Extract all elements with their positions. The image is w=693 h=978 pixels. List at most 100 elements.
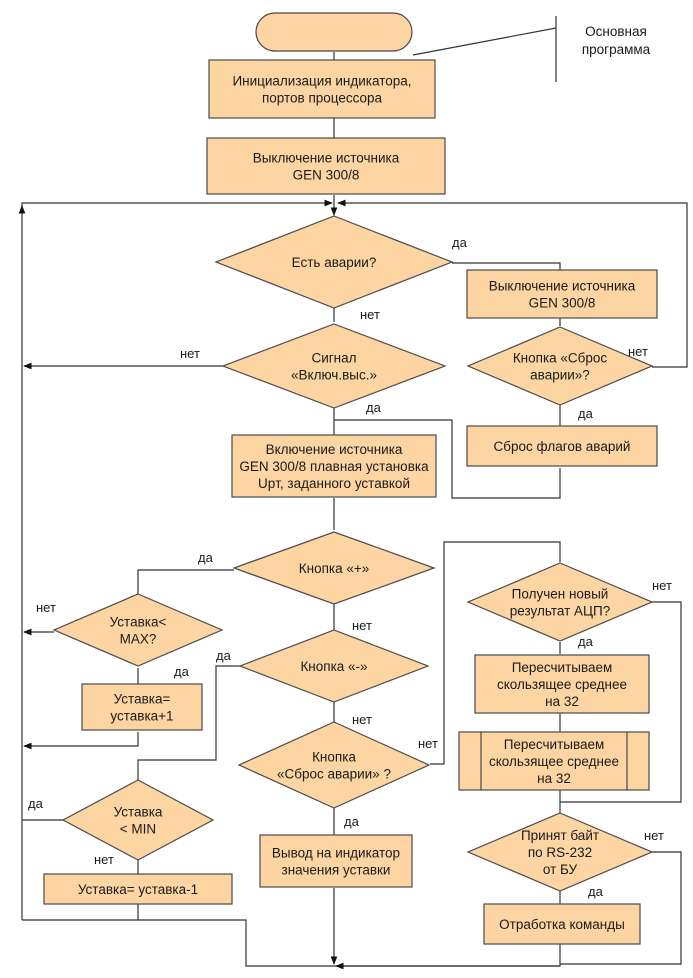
decision-shape	[214, 215, 454, 309]
node-text: Сброс флагов аварий	[494, 439, 631, 454]
decision-shape	[466, 326, 654, 406]
process-shape	[81, 683, 203, 731]
node-init: Инициализация индикатора, портов процессо…	[208, 59, 436, 119]
node-text: Upт, заданного уставкой	[258, 476, 410, 491]
node-text: Уставка= уставка-1	[78, 882, 198, 897]
node-text: Уставка<	[110, 615, 167, 630]
branch-label-no: нет	[352, 618, 372, 633]
process-shape	[43, 873, 233, 905]
node-avg2: Пересчитываем скользящее среднее на 32	[458, 731, 650, 791]
node-text: Включение источника	[266, 442, 403, 457]
process-shape	[231, 434, 437, 498]
decision-shape	[52, 593, 224, 667]
decision-shape	[61, 779, 215, 861]
node-btn-reset-q: Кнопка «Сброс аварии» ?	[237, 721, 431, 809]
node-text: «Сброс аварии» ?	[277, 767, 391, 782]
node-text: Принят байт	[521, 828, 599, 843]
terminator-shape	[255, 12, 413, 52]
node-signal-q: Сигнал «Включ.выс.»	[221, 323, 447, 409]
node-text: Кнопка «+»	[299, 561, 370, 576]
node-text: аварии»?	[530, 368, 590, 383]
node-inc: Уставка= уставка+1	[81, 683, 203, 731]
node-text: от БУ	[543, 862, 578, 877]
annotation-line-1: Основная	[585, 24, 647, 39]
node-text: Кнопка «Сброс	[513, 351, 608, 366]
node-text: Выключение источника	[253, 151, 400, 166]
node-text: Пересчитываем	[512, 660, 613, 675]
node-text: результат АЦП?	[510, 604, 610, 619]
node-text: Пересчитываем	[504, 737, 605, 752]
branch-label-no: нет	[644, 828, 664, 843]
node-text: Сигнал	[311, 351, 356, 366]
node-dec: Уставка= уставка-1	[43, 873, 233, 905]
node-text: портов процессора	[262, 91, 383, 106]
branch-label-yes: да	[216, 648, 232, 663]
node-text: Отработка команды	[499, 917, 625, 932]
node-start	[255, 12, 413, 52]
node-reset-q: Кнопка «Сброс аварии»?	[466, 326, 654, 406]
node-text: значения уставки	[282, 863, 391, 878]
branch-label-no: нет	[36, 600, 56, 615]
node-text: скользящее среднее	[489, 754, 619, 769]
node-text: скользящее среднее	[497, 677, 627, 692]
node-cmd: Отработка команды	[483, 903, 641, 945]
process-shape	[466, 269, 658, 319]
node-rs-q: Принят байт по RS-232 от БУ	[466, 812, 654, 892]
branch-label-no: нет	[360, 307, 380, 322]
program-annotation: Основная программа	[412, 16, 651, 82]
node-text: Уставка	[114, 805, 163, 820]
branch-label-yes: да	[452, 235, 468, 250]
node-text: по RS-232	[528, 845, 592, 860]
node-reset-flags: Сброс флагов аварий	[466, 425, 658, 467]
branch-label-yes: да	[366, 400, 382, 415]
node-alarm-q: Есть аварии?	[214, 215, 454, 309]
branch-label-yes: да	[578, 406, 594, 421]
branch-label-no: нет	[418, 736, 438, 751]
branch-label-no: нет	[180, 346, 200, 361]
branch-label-yes: да	[198, 550, 214, 565]
branch-label-no: нет	[94, 852, 114, 867]
node-text: Вывод на индикатор	[272, 846, 400, 861]
branch-label-no: нет	[628, 344, 648, 359]
branch-label-yes: да	[578, 634, 594, 649]
decision-shape	[221, 323, 447, 409]
node-max-q: Уставка< MAX?	[52, 593, 224, 667]
node-text: < MIN	[120, 822, 156, 837]
branch-label-no: нет	[352, 712, 372, 727]
branch-label-yes: да	[174, 664, 190, 679]
node-plus-q: Кнопка «+»	[232, 531, 436, 605]
decision-shape	[466, 562, 654, 642]
process-shape	[259, 834, 413, 888]
annotation-line-2: программа	[582, 42, 651, 57]
node-avg1: Пересчитываем скользящее среднее на 32	[474, 654, 650, 714]
node-min-q: Уставка < MIN	[61, 779, 215, 861]
node-text: Кнопка	[312, 750, 356, 765]
node-text: на 32	[545, 694, 579, 709]
process-shape	[474, 654, 650, 714]
node-text: Получен новый	[512, 587, 609, 602]
decision-shape	[237, 721, 431, 809]
node-text: на 32	[537, 771, 571, 786]
process-shape	[208, 59, 436, 119]
node-text: «Включ.выс.»	[291, 368, 377, 383]
branch-label-yes: да	[588, 884, 604, 899]
node-text: Уставка=	[114, 692, 171, 707]
process-shape	[458, 731, 650, 791]
branch-label-yes: да	[344, 814, 360, 829]
branch-label-no: нет	[652, 578, 672, 593]
node-text: уставка+1	[110, 709, 173, 724]
decision-shape	[238, 629, 430, 703]
node-text: GEN 300/8 плавная установка	[239, 459, 429, 474]
node-text: Инициализация индикатора,	[232, 74, 411, 89]
branch-label-yes: да	[28, 796, 44, 811]
node-minus-q: Кнопка «-»	[238, 629, 430, 703]
node-adc-q: Получен новый результат АЦП?	[466, 562, 654, 642]
node-text: MAX?	[120, 632, 157, 647]
node-text: GEN 300/8	[293, 168, 360, 183]
node-text: Есть аварии?	[292, 255, 377, 270]
